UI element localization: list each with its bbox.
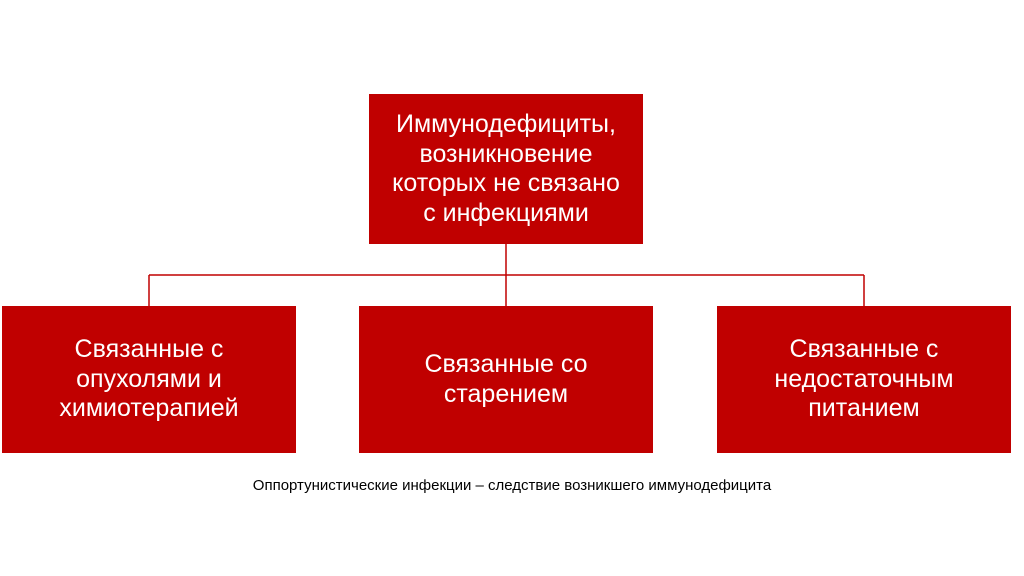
- child-node-tumors: Связанные с опухолями и химиотерапией: [2, 306, 296, 453]
- root-node-label: Иммунодефициты, возникновение которых не…: [392, 110, 620, 227]
- child-node-aging: Связанные со старением: [359, 306, 653, 453]
- child-node-tumors-label: Связанные с опухолями и химиотерапией: [59, 335, 239, 423]
- child-node-aging-label: Связанные со старением: [424, 350, 588, 408]
- child-node-nutrition: Связанные с недостаточным питанием: [717, 306, 1011, 453]
- diagram-caption: Оппортунистические инфекции – следствие …: [252, 477, 772, 494]
- root-node: Иммунодефициты, возникновение которых не…: [369, 94, 643, 244]
- child-node-nutrition-label: Связанные с недостаточным питанием: [774, 335, 954, 423]
